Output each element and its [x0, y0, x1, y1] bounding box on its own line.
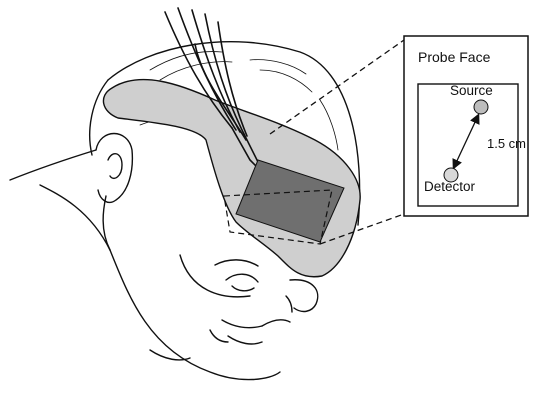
source-label: Source: [450, 83, 493, 98]
headband-icon: [103, 80, 360, 277]
distance-label: 1.5 cm: [487, 136, 526, 151]
probe-face-inset: Probe Face Source 1.5 cm Detector: [404, 36, 528, 216]
detector-label: Detector: [424, 179, 476, 194]
probe-face-title: Probe Face: [418, 49, 491, 65]
source-optode-icon: [474, 100, 488, 114]
